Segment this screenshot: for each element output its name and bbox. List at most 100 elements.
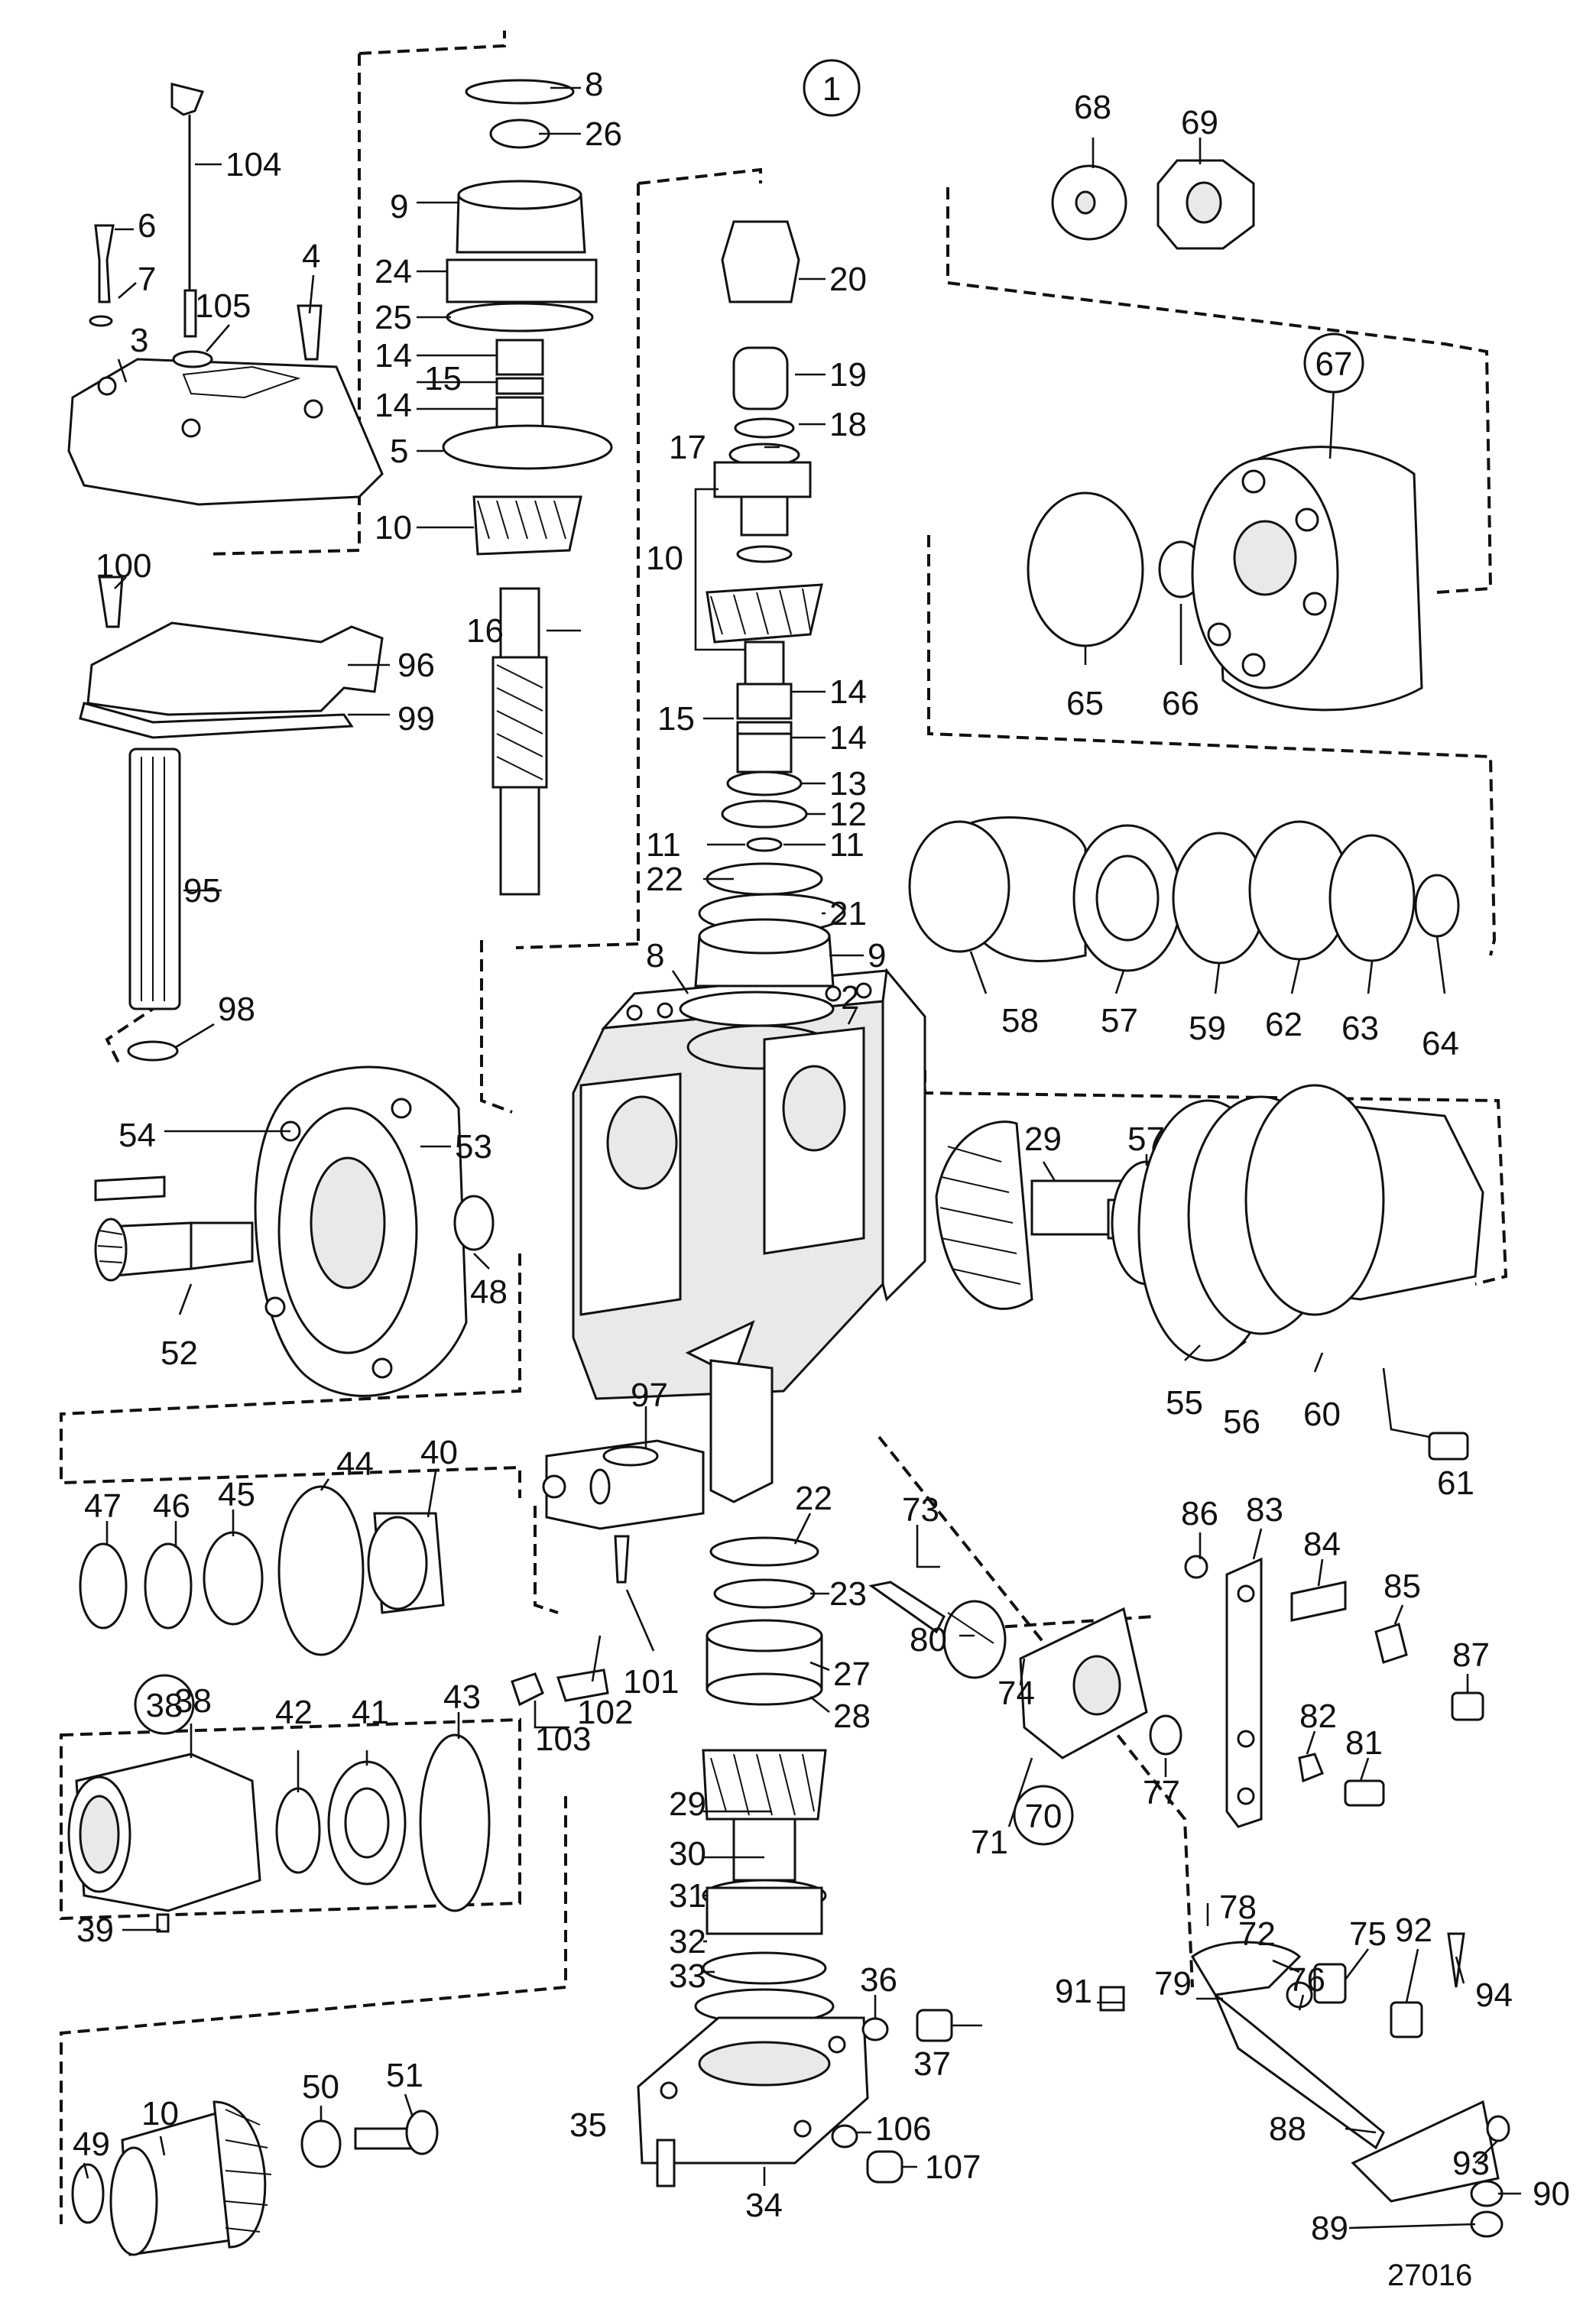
part-label: 75: [1349, 1915, 1387, 1953]
bracket-71-assembly: [868, 1581, 1510, 2238]
part-label: 16: [466, 612, 504, 650]
part-label: 3: [130, 322, 148, 359]
part-label: 29: [1024, 1120, 1062, 1158]
part-label: 7: [138, 261, 156, 298]
part-label: 41: [352, 1694, 389, 1731]
part-label: 87: [1452, 1636, 1490, 1674]
part-label: 9: [390, 188, 408, 225]
part-label: 32: [669, 1923, 706, 1960]
part-label: 23: [829, 1575, 867, 1613]
part-label: 35: [569, 2106, 607, 2144]
part-label: 83: [1246, 1491, 1283, 1529]
part-label: 43: [443, 1678, 481, 1716]
part-label: 42: [275, 1694, 313, 1731]
part-label: 82: [1299, 1698, 1337, 1735]
circled-ref-38: [134, 1674, 195, 1735]
part-label: 57: [1101, 1002, 1138, 1039]
part-label: 24: [375, 253, 412, 290]
part-label: 9: [868, 937, 886, 975]
part-label: 104: [225, 146, 281, 183]
part-label: 36: [860, 1961, 897, 1999]
part-label: 25: [375, 299, 412, 336]
part-label: 52: [161, 1334, 198, 1372]
part-label: 58: [1001, 1002, 1039, 1039]
part-label: 18: [829, 406, 867, 443]
circled-label-67: 67: [1315, 345, 1353, 383]
part-label: 40: [420, 1434, 458, 1471]
gear-sleeve-10: [71, 2100, 439, 2256]
part-label: 37: [913, 2045, 951, 2083]
part-label: 85: [1384, 1568, 1421, 1605]
part-label: 19: [829, 356, 867, 394]
part-label: 72: [1238, 1915, 1276, 1953]
part-label: 12: [829, 796, 867, 833]
part-label: 73: [902, 1491, 939, 1529]
part-label: 69: [1181, 104, 1218, 141]
part-label: 94: [1475, 1977, 1513, 2014]
part-label: 15: [657, 700, 695, 738]
part-label: 8: [585, 66, 603, 103]
part-label: 51: [386, 2057, 423, 2094]
part-label: 33: [669, 1957, 706, 1995]
central-vertical-shaft: [679, 220, 846, 1027]
elbow-and-filter: [79, 576, 384, 1062]
part-label: 15: [424, 360, 462, 397]
part-label: 22: [795, 1480, 832, 1517]
part-label: 86: [1181, 1495, 1218, 1532]
part-label: 11: [829, 826, 864, 864]
part-label: 6: [138, 207, 156, 245]
part-label: 89: [1311, 2210, 1348, 2247]
part-label: 59: [1189, 1010, 1226, 1047]
part-label: 102: [577, 1694, 633, 1731]
part-label: 30: [669, 1835, 706, 1873]
part-label: 84: [1303, 1526, 1341, 1563]
part-label: 95: [183, 872, 221, 910]
part-label: 91: [1055, 1973, 1092, 2010]
cover-assembly: [67, 83, 384, 506]
part-label: 60: [1303, 1396, 1341, 1433]
part-label: 77: [1143, 1774, 1180, 1811]
part-label: 103: [535, 1720, 591, 1758]
part-label: 54: [118, 1117, 156, 1154]
part-label: 14: [375, 387, 412, 424]
part-label: 21: [829, 895, 867, 932]
part-label: 79: [1154, 1965, 1192, 2003]
plate-83-group: [1184, 1432, 1484, 1828]
part-label: 27: [833, 1656, 871, 1693]
part-label: 39: [76, 1912, 114, 1949]
part-label: 14: [829, 673, 867, 711]
part-label: 66: [1162, 685, 1199, 722]
part-label: 13: [829, 765, 867, 803]
part-97-bracket: [542, 1439, 705, 1530]
part-label: 14: [829, 719, 867, 757]
part-label: 61: [1437, 1464, 1474, 1502]
part-label: 57: [1127, 1120, 1165, 1158]
part-label: 10: [646, 540, 683, 577]
drawing-number: 27016: [1387, 2259, 1472, 2292]
part-label: 38: [174, 1682, 212, 1720]
part-label: 22: [646, 861, 683, 898]
part-label: 107: [925, 2148, 981, 2186]
circled-label-1: 1: [822, 70, 841, 108]
part-label: 92: [1395, 1912, 1432, 1949]
circled-ref-67: [1303, 332, 1364, 394]
part-label: 68: [1074, 89, 1111, 126]
leader-lines: [83, 86, 1521, 2230]
part-label: 88: [1269, 2110, 1306, 2148]
bearing-row: [908, 816, 1460, 972]
part-label: 10: [141, 2095, 179, 2132]
part-label: 78: [1219, 1889, 1257, 1926]
part-label: 101: [623, 1663, 679, 1701]
part-label: 26: [585, 115, 622, 153]
part-label: 56: [1223, 1403, 1260, 1441]
part-label: 10: [375, 509, 412, 546]
part-label: 64: [1422, 1025, 1459, 1062]
part-label: 99: [397, 700, 435, 738]
part-label: 90: [1533, 2175, 1570, 2213]
part-label: 81: [1345, 1724, 1383, 1762]
part-label: 48: [470, 1273, 508, 1311]
part-label: 50: [302, 2068, 339, 2106]
group-lines: [60, 31, 1508, 2224]
part-label: 5: [390, 433, 408, 470]
